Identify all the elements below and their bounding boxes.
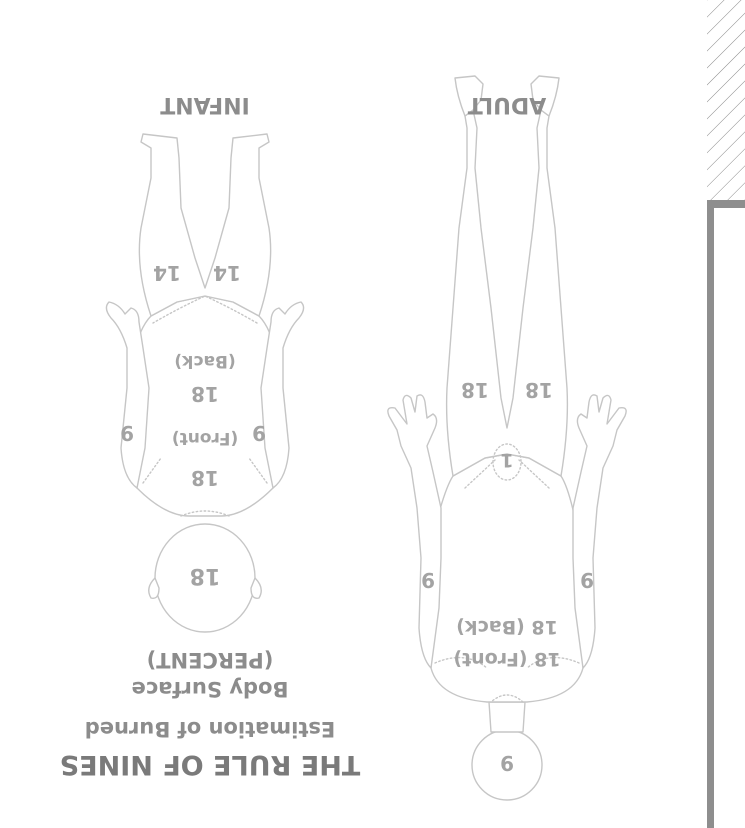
side-panel (707, 0, 745, 828)
adult-arm-right-value: 9 (421, 568, 435, 592)
infant-arm-right-value: 9 (120, 421, 134, 445)
adult-trunk-back: 18 (Back) (456, 616, 558, 638)
infant-leg-right-value: 14 (153, 261, 181, 285)
subtitle-line3: (PERCENT) (147, 648, 274, 672)
adult-genitals-value: 1 (500, 449, 513, 471)
infant-leg-left-value: 14 (213, 261, 241, 285)
adult-heading: ADULT (468, 92, 547, 117)
infant-trunk-back-label: (Back) (174, 351, 235, 371)
infant-trunk-back-value: 18 (191, 382, 219, 406)
main-title: THE RULE OF NINES (60, 749, 361, 780)
infant-heading: INFANT (160, 92, 250, 117)
infant-trunk-front-label: (Front) (172, 428, 238, 448)
adult-leg-right-value: 18 (461, 378, 489, 402)
adult-leg-left-value: 18 (525, 378, 553, 402)
adult-arm-left-value: 9 (580, 568, 594, 592)
adult-figure (388, 76, 626, 800)
adult-head-value: 9 (500, 751, 514, 775)
adult-legs (447, 110, 568, 476)
infant-legs (139, 134, 270, 316)
adult-neck (489, 702, 525, 732)
title-block: (PERCENT) Body Surface Estimation of Bur… (60, 648, 361, 780)
adult-right-arm (388, 395, 441, 668)
infant-arm-left-value: 9 (252, 421, 266, 445)
adult-trunk-front: 18 (Front) (453, 648, 560, 670)
infant-head-value: 18 (190, 563, 221, 588)
subtitle-line1: Estimation of Burned (85, 717, 335, 741)
infant-trunk-front-value: 18 (191, 466, 219, 490)
subtitle-line2: Body Surface (132, 677, 289, 701)
adult-left-arm (573, 395, 626, 668)
